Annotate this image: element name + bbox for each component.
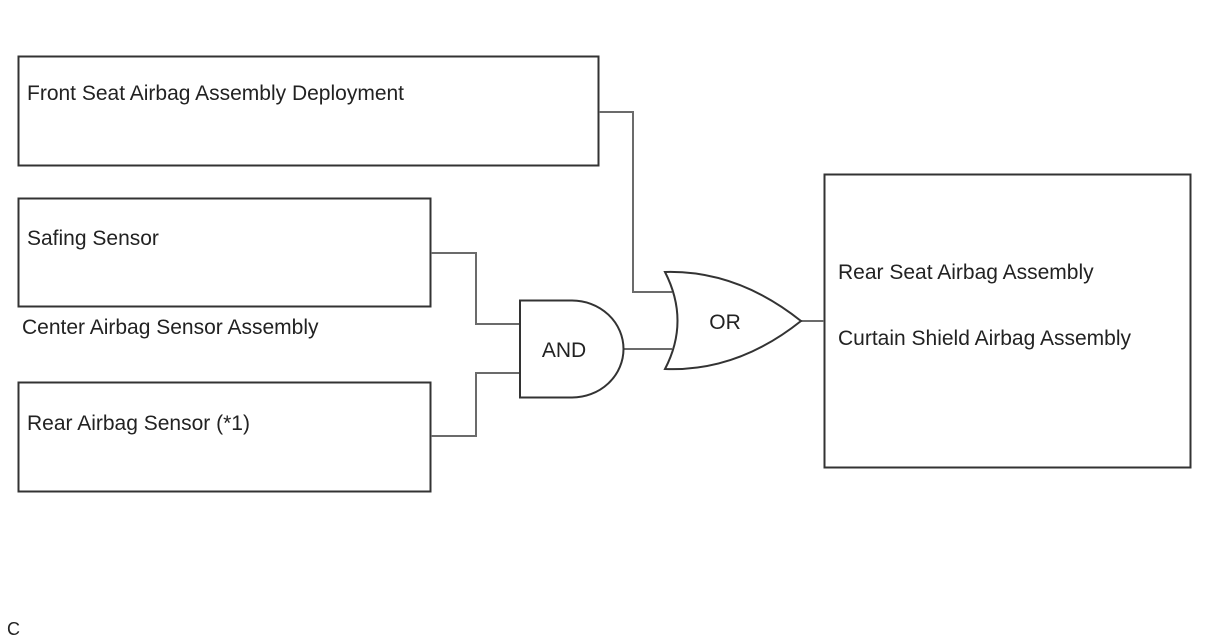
wire-rear-sensor-to-and — [431, 372, 520, 437]
safing-sensor-box: Safing Sensor — [17, 197, 432, 308]
corner-mark: C — [7, 619, 20, 639]
output-airbags-box: Rear Seat Airbag Assembly Curtain Shield… — [823, 173, 1192, 469]
safing-sensor-label: Safing Sensor — [27, 227, 159, 250]
rear-airbag-sensor-box: Rear Airbag Sensor (*1) — [17, 381, 432, 493]
wire-front-seat-to-or — [599, 111, 672, 293]
front-seat-deployment-label: Front Seat Airbag Assembly Deployment — [27, 82, 404, 105]
curtain-shield-airbag-label: Curtain Shield Airbag Assembly — [838, 327, 1131, 350]
rear-airbag-sensor-label: Rear Airbag Sensor (*1) — [27, 412, 250, 435]
center-airbag-sensor-caption: Center Airbag Sensor Assembly — [22, 316, 319, 339]
or-gate-label: OR — [709, 311, 741, 334]
wire-safing-to-and — [431, 252, 520, 325]
and-gate-label: AND — [542, 339, 586, 362]
or-gate: OR — [663, 270, 803, 371]
wires — [431, 111, 824, 437]
and-gate: AND — [519, 299, 625, 399]
rear-seat-airbag-label: Rear Seat Airbag Assembly — [838, 261, 1094, 284]
front-seat-deployment-box: Front Seat Airbag Assembly Deployment — [17, 55, 600, 167]
